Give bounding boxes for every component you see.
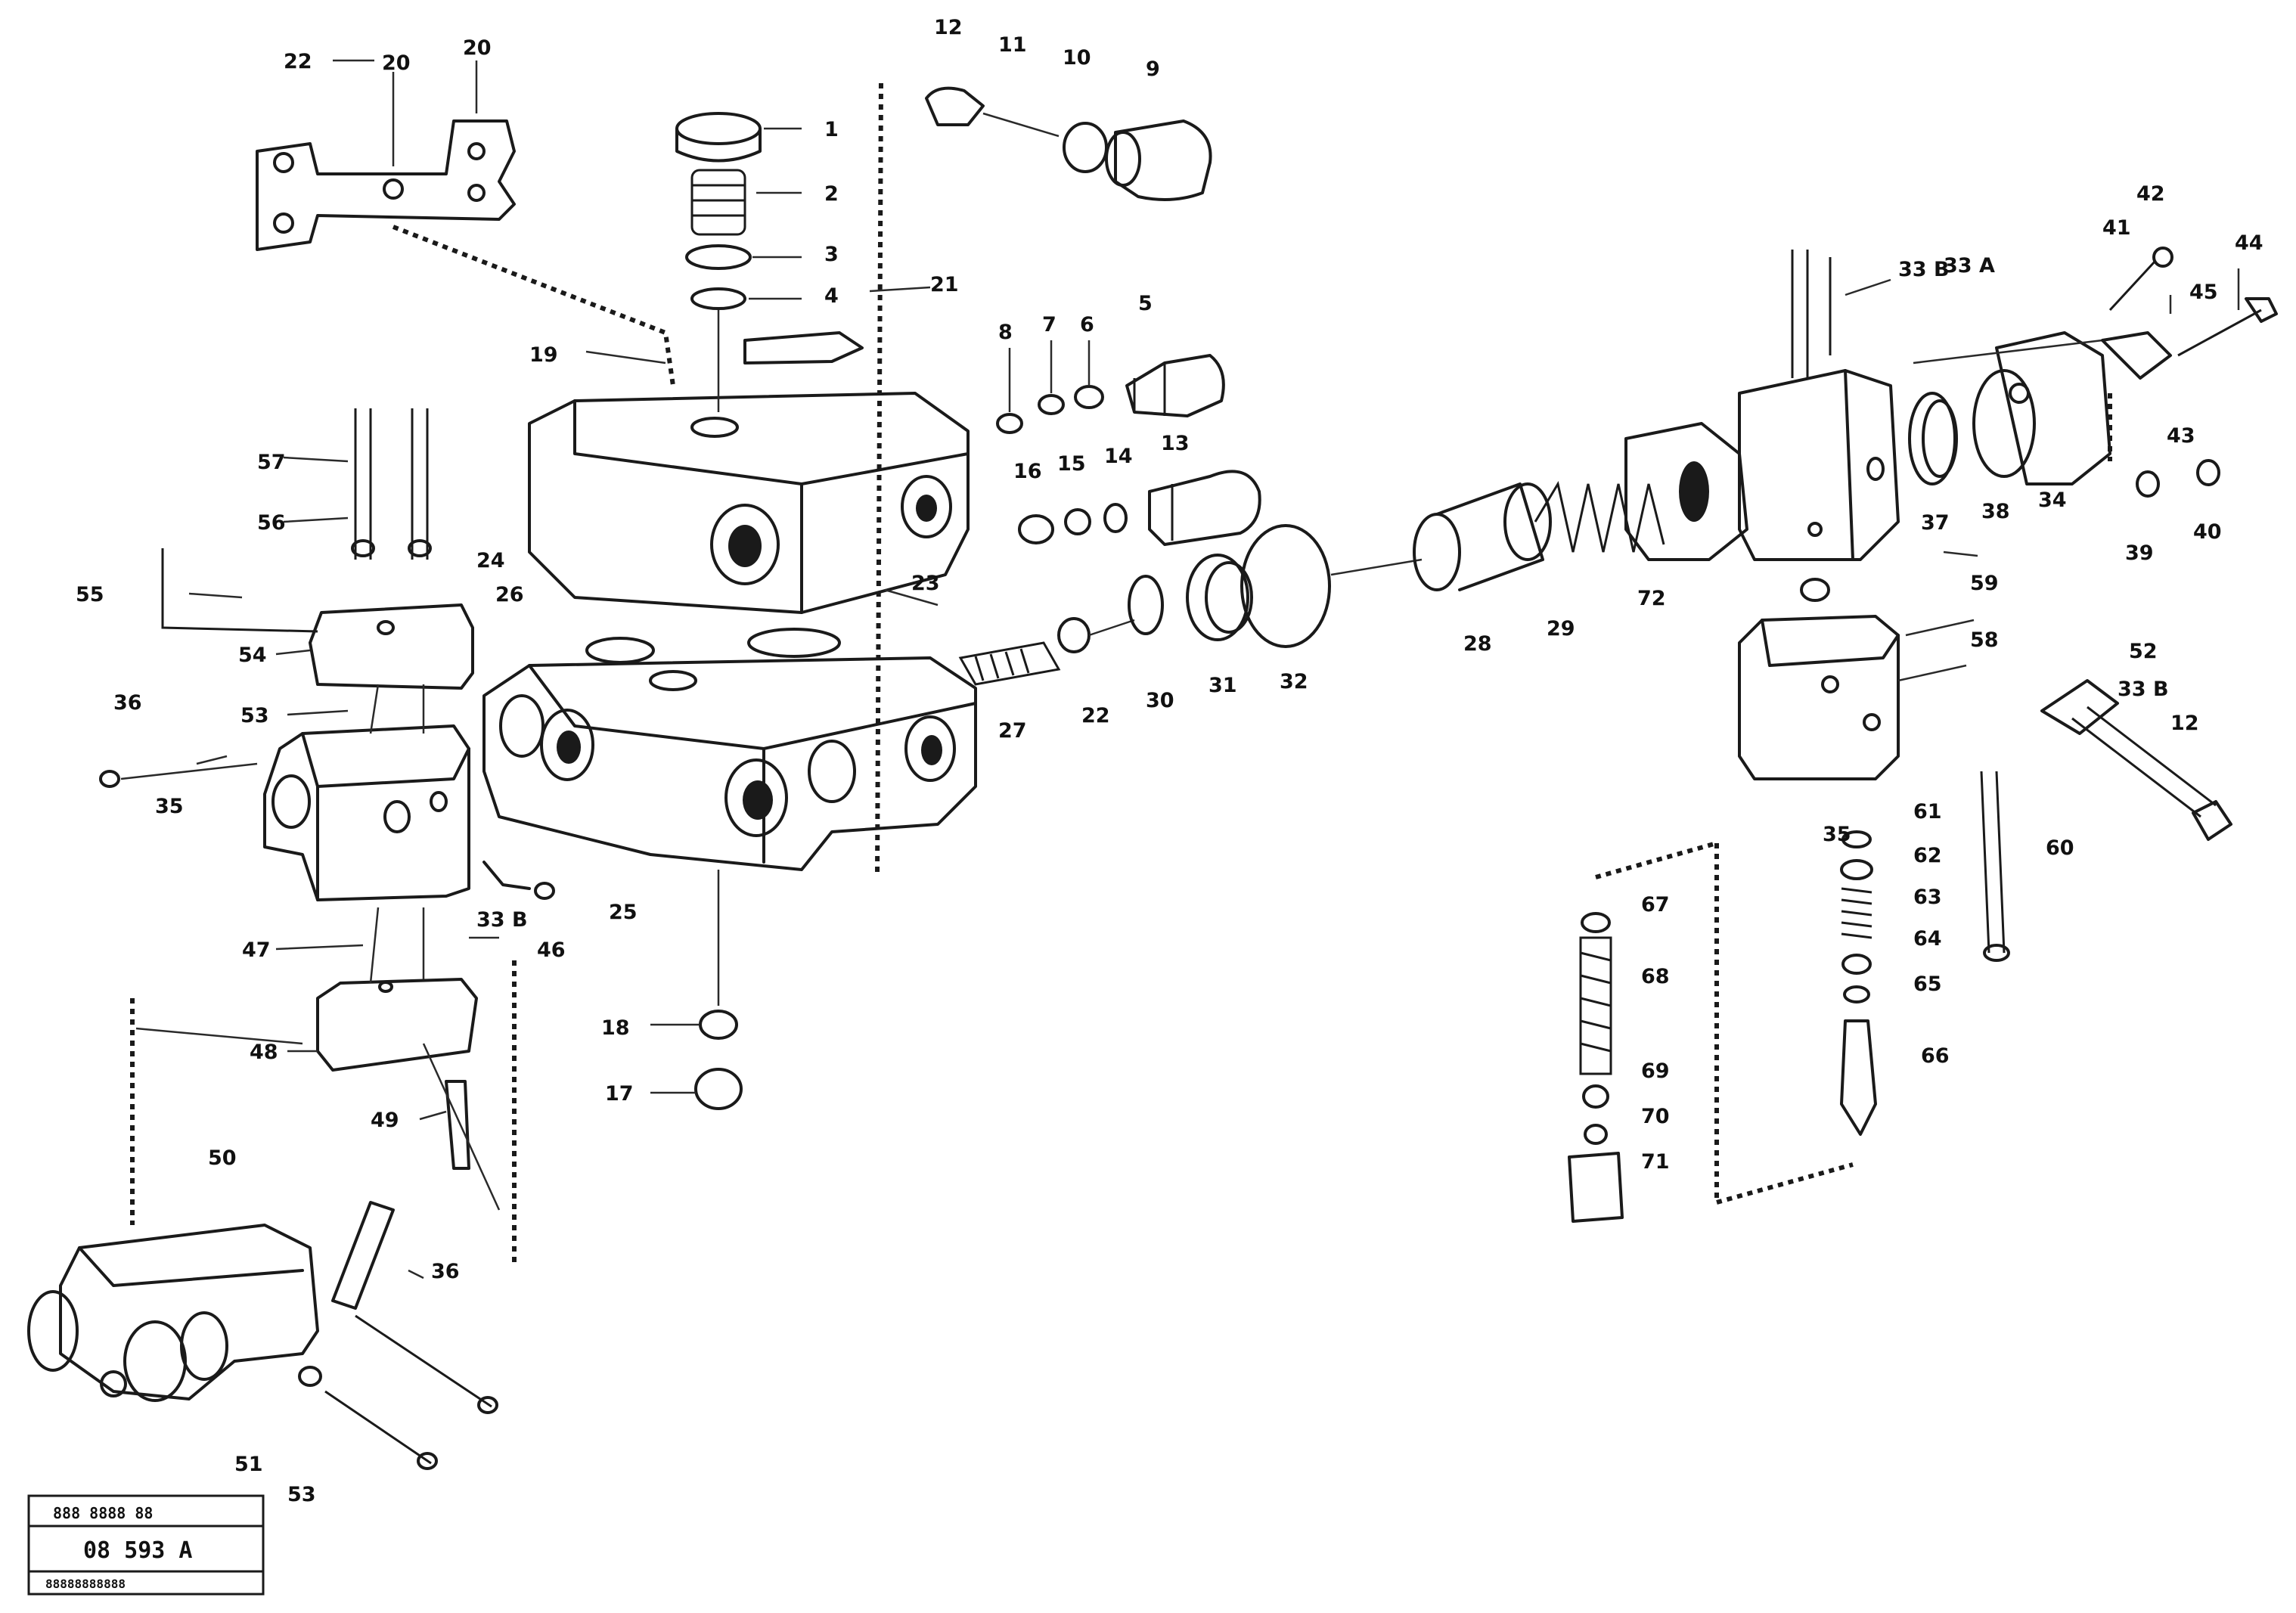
parts-13-16 (1018, 470, 1261, 546)
callout-72: 71 (1641, 1150, 1670, 1174)
callout-61: 60 (2046, 836, 2074, 860)
parts-12-10 (925, 86, 1212, 201)
callout-5: 5 (1138, 292, 1153, 315)
top-plug-stack (675, 112, 864, 412)
stamp-line-3: 88888888888 (45, 1577, 126, 1591)
callout-labels: 22 20 20 12 11 10 9 1 2 3 4 21 19 8 7 6 … (76, 16, 2263, 1506)
leader-lines (188, 59, 2240, 1280)
callout-55: 54 (238, 644, 267, 667)
callout-2: 2 (824, 182, 839, 206)
stamp-line-2: 08 593 A (83, 1537, 193, 1564)
callout-8: 8 (998, 321, 1013, 344)
callout-17: 17 (605, 1082, 634, 1106)
callout-69: 68 (1641, 965, 1670, 988)
callout-51: 50 (208, 1146, 237, 1170)
flange-22 (256, 119, 675, 386)
callout-4: 4 (824, 284, 839, 308)
callout-71: 70 (1641, 1105, 1670, 1128)
callout-60: 59 (1970, 572, 1999, 595)
parts-5-9 (996, 340, 1225, 434)
callout-67: 66 (1921, 1044, 1950, 1068)
callout-16: 16 (1013, 460, 1042, 483)
callout-26: 26 (495, 583, 524, 606)
callout-29: 29 (1547, 617, 1575, 641)
callout-53-right: 12 (2170, 712, 2199, 735)
callout-42: 41 (2102, 216, 2131, 240)
main-valve-body (482, 82, 977, 878)
callout-24: 24 (476, 549, 505, 572)
callout-39: 38 (1981, 500, 2010, 523)
callout-56: 55 (76, 583, 104, 606)
callout-33a-left: 35 (155, 795, 184, 818)
callout-10: 10 (1063, 46, 1091, 70)
callout-45: 44 (2235, 231, 2263, 255)
callout-70: 69 (1641, 1059, 1670, 1083)
callout-33a-right: 72 (1637, 587, 1666, 610)
callout-33b-left: 36 (113, 691, 142, 715)
callout-40: 39 (2125, 541, 2154, 565)
callout-25: 25 (609, 901, 638, 924)
callout-57: 56 (257, 511, 286, 535)
callout-32: 32 (1280, 670, 1308, 693)
callout-19: 19 (529, 343, 558, 367)
callout-48: 47 (242, 938, 271, 962)
callout-31: 31 (1209, 674, 1237, 697)
callout-52-right: 33 B (2118, 678, 2169, 701)
callout-27: 27 (998, 719, 1027, 743)
bottom-parts-16-17 (694, 870, 743, 1110)
callout-62: 61 (1913, 800, 1942, 824)
callout-7: 7 (1042, 313, 1056, 337)
lower-block-51 (27, 1201, 498, 1470)
callout-38: 37 (1921, 511, 1950, 535)
stamp-line-1: 888 8888 88 (53, 1504, 153, 1522)
callout-41: 40 (2193, 520, 2222, 544)
parts-27-32 (958, 524, 1423, 686)
callout-52-left: 51 (234, 1453, 263, 1476)
callout-11: 11 (998, 33, 1027, 57)
callout-50: 49 (371, 1109, 399, 1132)
callout-34-right: 33 B (1898, 258, 1950, 281)
callout-43: 42 (2136, 182, 2165, 206)
callout-54: 53 (240, 704, 269, 727)
callout-13: 13 (1161, 432, 1190, 455)
callout-66: 65 (1913, 972, 1942, 996)
callout-40-right: 35 (1823, 823, 1851, 846)
callout-15: 15 (1057, 452, 1086, 476)
right-assembly (1413, 247, 2278, 1223)
drawing-stamp: 888 8888 88 08 593 A 88888888888 (27, 1494, 265, 1596)
callout-21: 21 (930, 273, 959, 296)
callout-53-left: 53 (287, 1483, 316, 1506)
callout-30: 30 (1146, 689, 1174, 712)
callout-59: 58 (1970, 628, 1999, 652)
callout-68: 67 (1641, 893, 1670, 917)
callout-9: 9 (1146, 57, 1160, 81)
callout-18: 18 (601, 1016, 630, 1040)
callout-36-right: 34 (2038, 489, 2067, 512)
callout-3: 3 (824, 243, 839, 266)
callout-36-left: 36 (431, 1260, 460, 1283)
callout-34: 33 B (476, 908, 528, 932)
callout-1: 1 (824, 118, 839, 141)
callout-22-b: 22 (1081, 704, 1110, 727)
callout-63: 62 (1913, 844, 1942, 867)
callout-65: 64 (1913, 927, 1942, 951)
callout-46: 45 (2189, 281, 2218, 304)
callout-20-b: 20 (463, 36, 492, 60)
callout-6: 6 (1080, 313, 1094, 337)
callout-20: 20 (382, 51, 411, 75)
callout-23: 23 (911, 572, 940, 595)
callout-14: 14 (1104, 445, 1133, 468)
callout-28: 28 (1463, 632, 1492, 656)
callout-33b-right: 33 A (1944, 254, 1995, 278)
callout-58: 57 (257, 451, 286, 474)
callout-35-right: 52 (2129, 640, 2158, 663)
callout-64: 63 (1913, 886, 1942, 909)
callout-49: 48 (250, 1041, 278, 1064)
left-block-33 (99, 408, 555, 1263)
callout-47: 46 (537, 938, 566, 962)
callout-12: 12 (934, 16, 963, 39)
callout-22: 22 (284, 50, 312, 73)
callout-44: 43 (2167, 424, 2195, 448)
